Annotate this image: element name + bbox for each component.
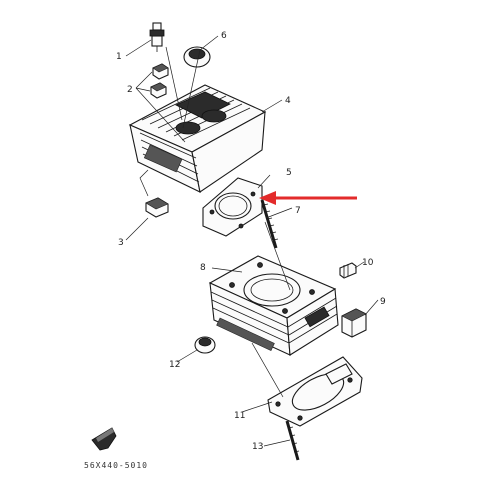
part-7-stud-bolt[interactable] xyxy=(260,199,279,249)
part-1-spark-plug[interactable] xyxy=(149,22,165,52)
callout-8: 8 xyxy=(200,263,206,273)
callout-2: 2 xyxy=(127,85,133,95)
leader-lines xyxy=(125,35,379,447)
part-9-connector-block[interactable] xyxy=(341,308,367,338)
part-13-stud-bolt[interactable] xyxy=(285,420,300,461)
part-10-small-bolt[interactable] xyxy=(339,262,357,279)
callout-7: 7 xyxy=(295,206,301,216)
callout-11: 11 xyxy=(234,411,245,421)
callout-4: 4 xyxy=(285,96,291,106)
callout-9: 9 xyxy=(380,297,386,307)
highlight-arrow xyxy=(259,191,357,205)
part-12-nut[interactable] xyxy=(194,336,216,354)
part-8-cylinder[interactable] xyxy=(208,255,339,356)
callout-13: 13 xyxy=(252,442,263,452)
drawing-code: 56X440-5010 xyxy=(84,461,148,470)
callout-10: 10 xyxy=(362,258,374,268)
front-direction-icon xyxy=(91,427,117,451)
part-2-nut-lower[interactable] xyxy=(150,82,167,99)
callout-3: 3 xyxy=(118,238,124,248)
part-6-cap-nut[interactable] xyxy=(183,46,211,68)
part-11-base-gasket[interactable] xyxy=(267,356,363,427)
callout-1: 1 xyxy=(116,52,122,62)
part-4-cylinder-head[interactable] xyxy=(128,84,267,193)
part-2-nut-upper[interactable] xyxy=(152,63,169,80)
callout-12: 12 xyxy=(169,360,180,370)
part-3-spacer-block[interactable] xyxy=(145,197,169,218)
callout-5: 5 xyxy=(286,168,292,178)
callout-6: 6 xyxy=(221,31,227,41)
part-5-head-gasket[interactable] xyxy=(202,177,263,237)
